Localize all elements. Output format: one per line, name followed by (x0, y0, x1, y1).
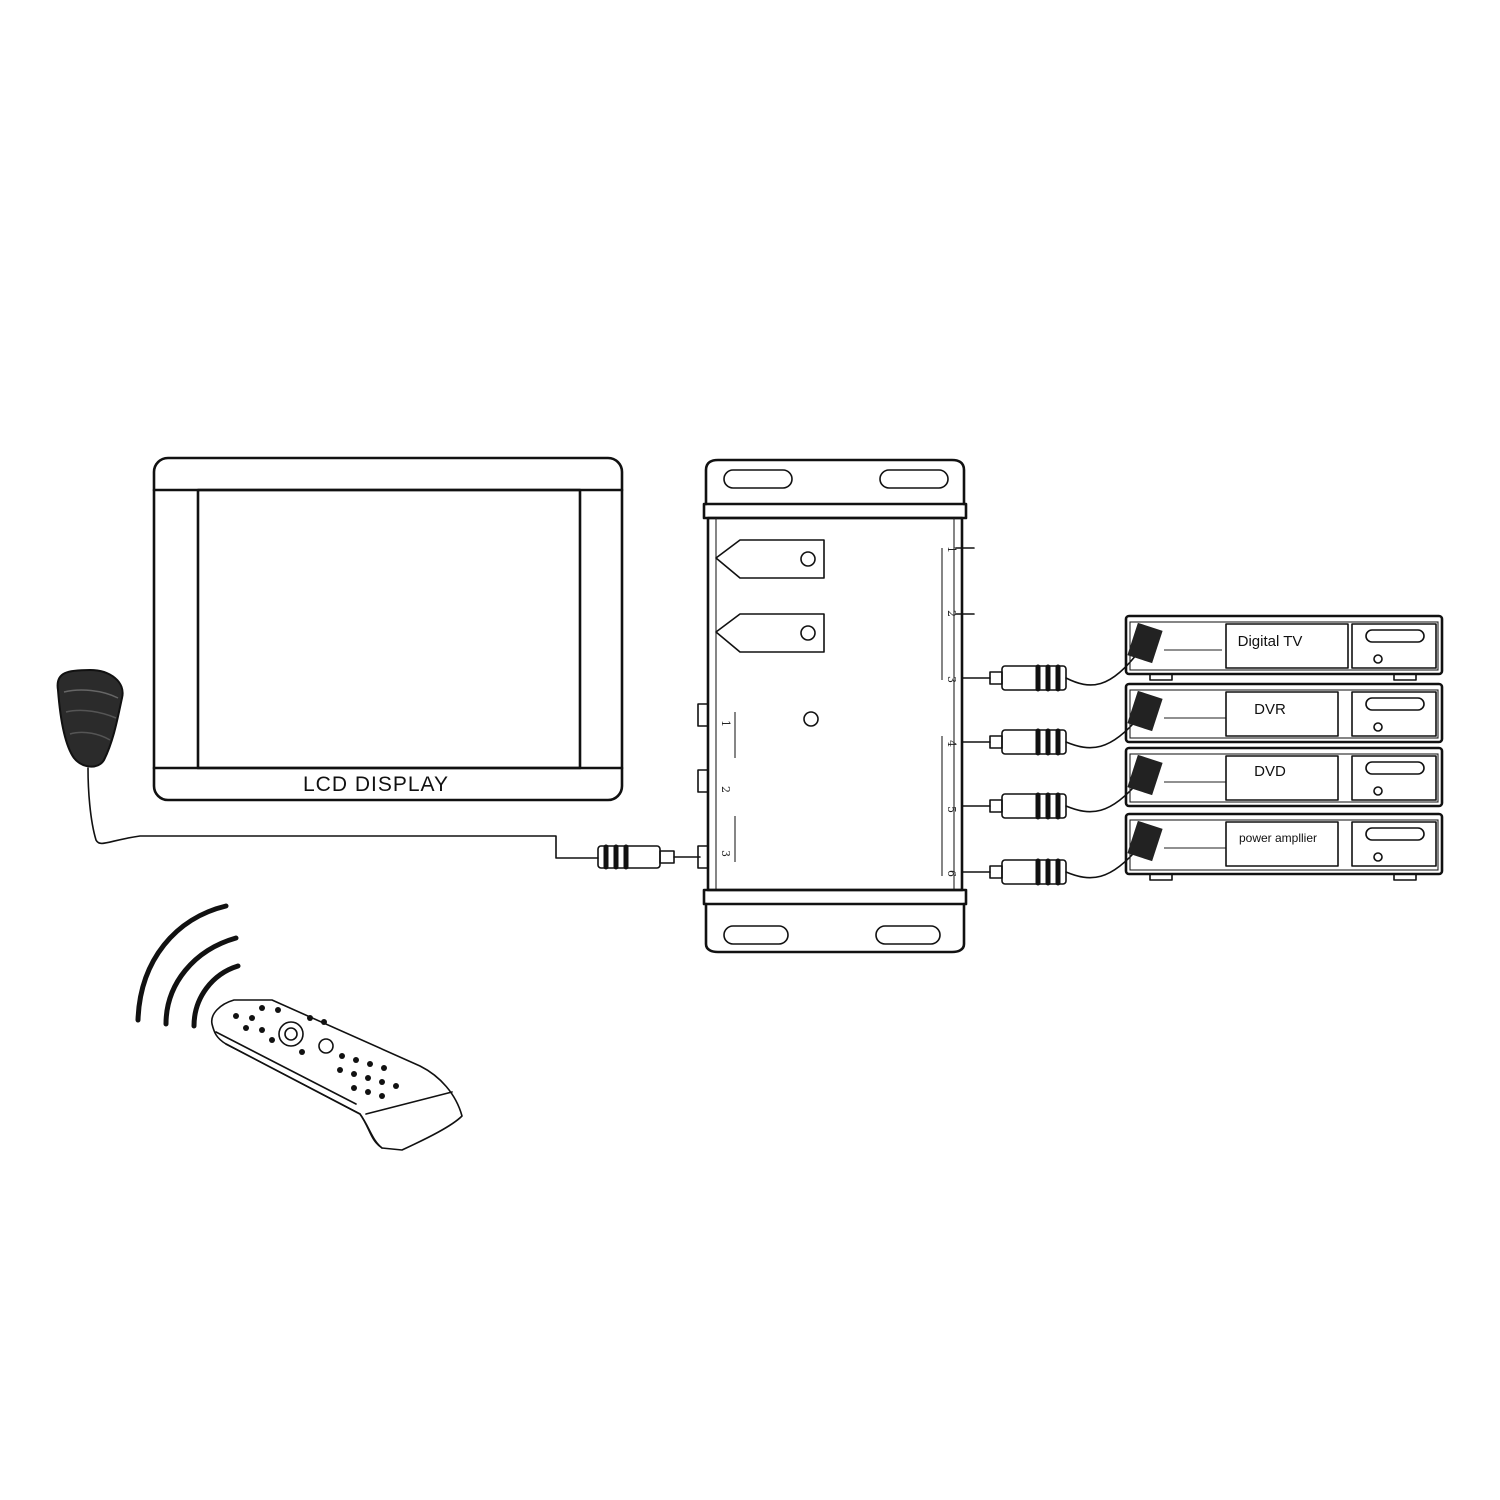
ir-emitter-icon (1127, 820, 1163, 862)
device-label: DVD (1254, 763, 1286, 780)
right-port-4: 4 (945, 740, 958, 747)
right-port-2: 2 (945, 610, 958, 617)
right-port-5: 5 (945, 806, 958, 813)
right-port-3: 3 (945, 676, 958, 683)
output-jack (961, 715, 1141, 756)
ir-emitter-icon (1127, 622, 1163, 664)
left-port-3: 3 (719, 850, 732, 857)
right-port-6: 6 (945, 870, 958, 877)
device-stack: Digital TV DVR DVD (1124, 614, 1444, 881)
output-jack (961, 779, 1141, 820)
remote-control-icon (210, 999, 463, 1151)
right-port-numbers: 1 2 3 4 5 6 (945, 546, 958, 877)
ir-emitter-icon (1127, 690, 1163, 732)
device-label: DVR (1254, 701, 1286, 718)
device-power-amplifier: power ampllier (1124, 812, 1444, 881)
output-jack (961, 649, 1141, 692)
left-port-numbers: 1 2 3 (719, 720, 732, 857)
left-port-2: 2 (719, 786, 732, 793)
device-dvd: DVD (1124, 746, 1444, 808)
right-port-1: 1 (945, 546, 958, 553)
ir-eye-cable (87, 767, 599, 859)
lcd-display-label: LCD DISPLAY (303, 773, 449, 796)
device-label: Digital TV (1238, 633, 1303, 650)
device-label: power ampllier (1239, 831, 1317, 845)
device-digital-tv: Digital TV (1124, 614, 1444, 681)
left-port-1: 1 (719, 720, 732, 727)
input-jack (597, 844, 701, 870)
ir-emitter-icon (1127, 754, 1163, 796)
output-jacks (961, 649, 1141, 886)
device-dvr: DVR (1124, 682, 1444, 744)
ir-signal-waves-icon (135, 903, 241, 1029)
output-jack (961, 845, 1141, 886)
lcd-display: LCD DISPLAY (152, 456, 624, 802)
ir-receiver-eye (56, 668, 599, 859)
ir-extender-hub: 1 2 3 1 2 3 4 5 6 (697, 458, 975, 954)
